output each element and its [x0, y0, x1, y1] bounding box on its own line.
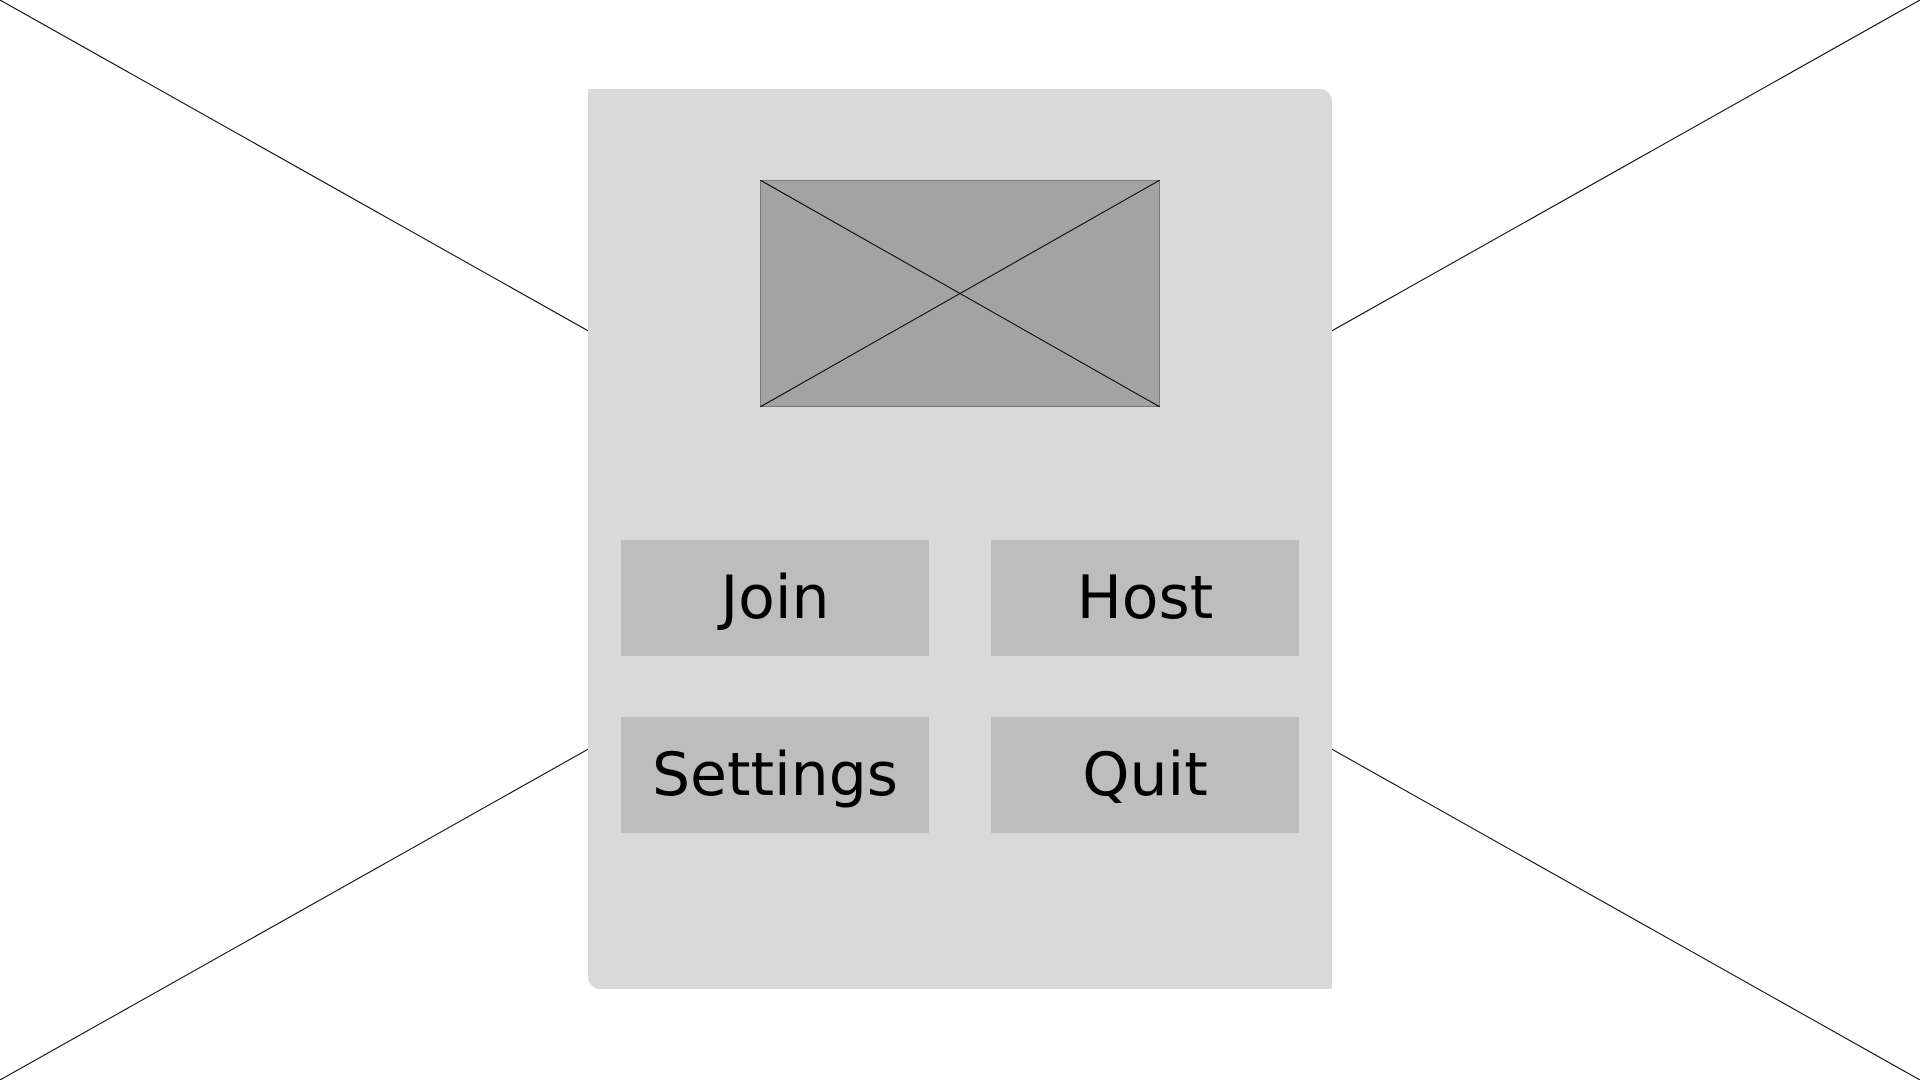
settings-button[interactable]: Settings: [621, 717, 929, 833]
image-placeholder-icon: [760, 180, 1160, 407]
join-button[interactable]: Join: [621, 540, 929, 656]
host-button[interactable]: Host: [991, 540, 1299, 656]
quit-button[interactable]: Quit: [991, 717, 1299, 833]
main-menu-panel: Join Host Settings Quit: [588, 89, 1332, 989]
